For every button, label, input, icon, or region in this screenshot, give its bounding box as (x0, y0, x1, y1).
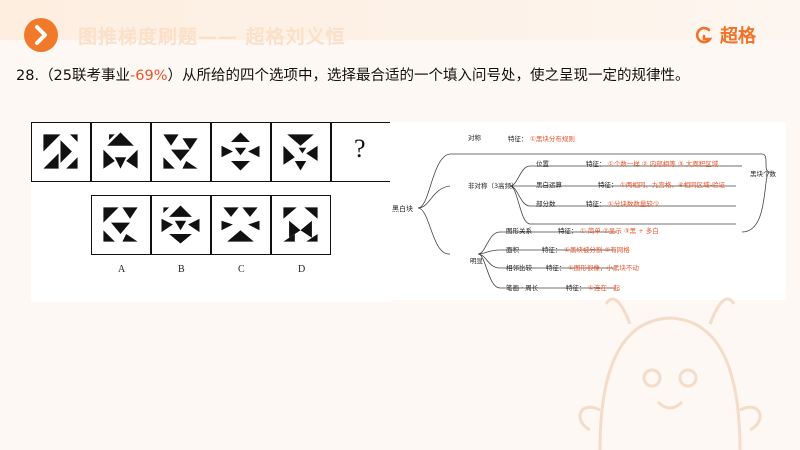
page-title: 图推梯度刷题—— 超格刘义恒 (78, 26, 346, 48)
sequence-cell-3 (151, 122, 211, 182)
brand-logo-icon (695, 26, 713, 44)
question-number: 28. (16, 68, 40, 84)
mindmap-blackwhite-feature: 特征： (598, 181, 618, 189)
mindmap-blackwhite-detail: ①两相同、九宫格、④相同区域-验证 (620, 181, 725, 189)
option-d-label: D (298, 264, 306, 275)
puzzle-figure: ? A B C D (31, 122, 391, 302)
mindmap-obvious: 明显 (470, 257, 483, 265)
mindmap-connectors (417, 153, 771, 289)
mindmap-symmetric: 对称 (468, 134, 481, 142)
header-bar (0, 0, 800, 40)
option-b-label: B (178, 264, 185, 275)
mindmap-position: 位置 (536, 160, 549, 168)
mindmap-shape: 图形关系 (506, 227, 532, 235)
mindmap-symmetric-feature: 特征： (508, 135, 528, 143)
mindmap-stroke-feature: 特征： (566, 284, 586, 292)
mindmap-stroke: 笔画 · 周长 (506, 284, 539, 292)
option-a-cell[interactable] (91, 195, 151, 255)
mindmap-stroke-detail: ①连在一起 (588, 284, 620, 292)
mindmap-area-feature: 特征： (542, 246, 562, 254)
mindmap-symmetric-detail: ①黑块分布规则 (530, 135, 575, 143)
brand: 超格 (694, 22, 756, 48)
mindmap-shape-feature: 特征： (558, 227, 578, 235)
question-cell: ? (331, 122, 391, 182)
mindmap-blackwhite: 黑白运算 (536, 181, 562, 189)
mindmap-shape-detail: ① 简单 ②显示 ③黑 + 多白 (580, 227, 659, 235)
sequence-cell-4 (211, 122, 271, 182)
question-suffix: ）从所给的四个选项中，选择最合适的一个填入问号处，使之呈现一定的规律性。 (167, 68, 690, 84)
sequence-cell-1 (31, 122, 91, 182)
question-mark: ? (354, 134, 366, 163)
mindmap-asym: 非对称（3高频） (468, 182, 518, 190)
question-prefix: （25联考事业 (39, 68, 131, 84)
mindmap-area-detail: ①黑块被分割 ②有网格 (564, 246, 630, 254)
question-text: 28.（25联考事业-69%）从所给的四个选项中，选择最合适的一个填入问号处，使… (16, 64, 689, 85)
mindmap-area: 面积 (506, 246, 519, 254)
option-a-label: A (118, 264, 126, 275)
mindmap-panel: 黑白块 黑块个数 对称 特征： ①黑块分布规则 非对称（3高频） 位置 特征： … (390, 122, 786, 300)
mindmap-root: 黑白块 (392, 205, 413, 213)
mindmap-position-feature: 特征： (586, 160, 606, 168)
mindmap-partial-feature: 特征： (586, 200, 606, 208)
mindmap-position-detail: ①个数一样 ② 内部相等 ③ 大面积区域 (608, 160, 719, 168)
mascot-watermark (578, 297, 762, 450)
option-c-cell[interactable] (211, 195, 271, 255)
option-d-cell[interactable] (271, 195, 331, 255)
mindmap-compare: 相邻比较 (506, 264, 532, 272)
question-rate: -69% (130, 68, 168, 84)
option-b-cell[interactable] (151, 195, 211, 255)
sequence-cell-2 (91, 122, 151, 182)
arrow-badge-icon (24, 18, 58, 52)
mindmap-partial: 部分数 (536, 200, 556, 208)
mindmap-right-label: 黑块个数 (750, 170, 776, 178)
brand-name: 超格 (720, 26, 756, 47)
sequence-cell-5 (271, 122, 331, 182)
mindmap-partial-detail: ①分块数数量较少 (608, 200, 660, 208)
mindmap-compare-detail: ①图形很像，小黑块不动 (568, 264, 639, 272)
mindmap-compare-feature: 特征： (546, 264, 566, 272)
option-c-label: C (238, 264, 245, 275)
